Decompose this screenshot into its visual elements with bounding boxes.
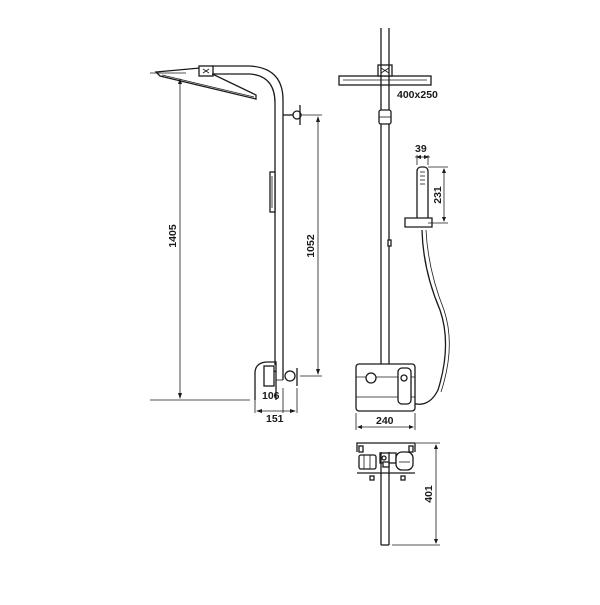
side-mixer-knob: [284, 370, 296, 382]
front-shower-head: [338, 75, 432, 86]
front-mixer-lever: [397, 367, 412, 405]
front-mixer-knob: [365, 372, 377, 384]
dim-label-1405: 1405: [167, 224, 179, 248]
mixer-top-view: 401: [356, 442, 440, 546]
dim-label-231: 231: [432, 186, 444, 204]
side-view: 1405 1052 106 151: [150, 65, 322, 425]
side-shower-arm: [212, 65, 284, 380]
mixer-top-right-lever: [395, 451, 414, 471]
side-mixer-body: [254, 361, 277, 400]
mixer-top-left-knob: [358, 454, 377, 470]
front-hand-shower: [416, 166, 429, 224]
dim-label-1052: 1052: [305, 234, 317, 258]
dim-label-151: 151: [266, 413, 284, 425]
dim-label-106: 106: [262, 390, 280, 402]
side-hand-holder: [269, 171, 276, 213]
dimension-arrowheads: [178, 78, 446, 544]
dim-label-head-size: 400x250: [397, 89, 438, 101]
dim-label-240: 240: [376, 415, 394, 427]
dim-label-401: 401: [423, 485, 435, 503]
dim-label-39: 39: [415, 143, 427, 155]
front-view: 39 231 400x250 240: [338, 28, 450, 430]
front-hand-holder: [404, 217, 433, 228]
mixer-top-rail: [356, 442, 416, 452]
front-hose: [404, 229, 447, 405]
